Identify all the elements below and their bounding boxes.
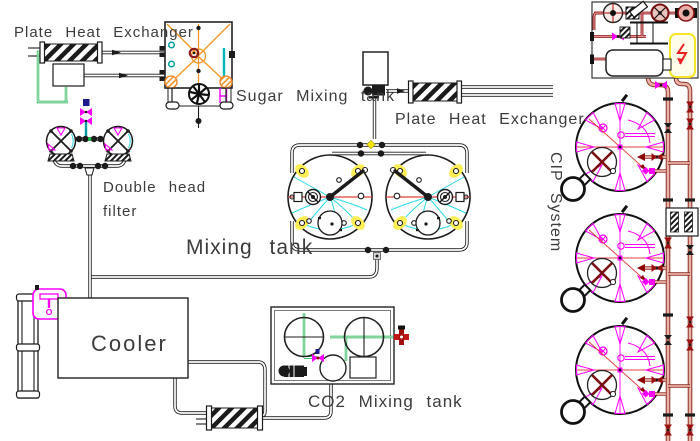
double-head-filter-symbol	[45, 99, 134, 176]
cip-pump-2	[675, 4, 697, 22]
flange-fittings	[159, 46, 166, 81]
co2-inline-valve	[312, 349, 324, 362]
plate-heat-exchanger-1-symbol	[39, 41, 166, 87]
tank-feet	[165, 88, 234, 110]
flow-arrow	[112, 49, 121, 56]
panel-frame	[619, 21, 668, 45]
co2-dosing-vessel	[319, 354, 347, 382]
filter-inlet-valve-stack	[80, 99, 92, 125]
cip-tank-3	[560, 315, 666, 425]
cip-pump-1	[602, 2, 624, 24]
label-plate-heat-exchanger-top: Plate Heat Exchanger	[14, 24, 194, 41]
cip-heater	[669, 33, 696, 78]
co2-mixing-tank-symbol	[270, 306, 409, 385]
label-sugar-mixing-tank: Sugar Mixing tank	[236, 88, 396, 105]
label-co2-mixing-tank: CO2 Mixing tank	[308, 392, 463, 411]
flow-arrow	[119, 72, 128, 79]
plate-heat-exchanger-2-symbol	[407, 80, 463, 104]
cip-valve-wheel	[650, 3, 670, 23]
label-plate-heat-exchanger-right: Plate Heat Exchanger	[395, 111, 585, 128]
control-box	[349, 356, 377, 379]
co2-supply-valve	[394, 325, 409, 345]
cooler-assembly	[15, 285, 189, 399]
cip-tank-2	[560, 203, 666, 313]
cooler-body	[57, 297, 189, 379]
cip-horizontal-tank	[605, 49, 672, 77]
carbonation-column	[15, 293, 41, 399]
feed-tank-and-pump	[362, 51, 389, 99]
plate-heat-exchanger-3-symbol	[205, 405, 264, 431]
funnel-port	[628, 0, 649, 19]
label-double-head-filter-line2: filter	[103, 203, 138, 220]
cip-station-panel	[590, 0, 699, 89]
mixing-tank-left	[286, 153, 374, 241]
mixing-tank-valves	[356, 139, 390, 260]
label-mixing-tank: Mixing tank	[186, 236, 314, 259]
sugar-mixing-tank-symbol	[164, 21, 235, 128]
buffer-box	[52, 63, 85, 87]
co2-pump	[278, 365, 307, 377]
mixing-tank-right	[384, 153, 472, 241]
cip-valve-manifold-box	[665, 207, 699, 237]
label-double-head-filter-line1: Double head	[103, 179, 207, 196]
flow-arrow	[397, 88, 405, 94]
cip-tank-1	[560, 92, 666, 202]
agitator-impeller	[188, 83, 210, 105]
label-cip-system: CIP System	[547, 152, 564, 253]
cip-pipe-fittings	[637, 97, 699, 436]
label-cooler: Cooler	[91, 331, 168, 356]
